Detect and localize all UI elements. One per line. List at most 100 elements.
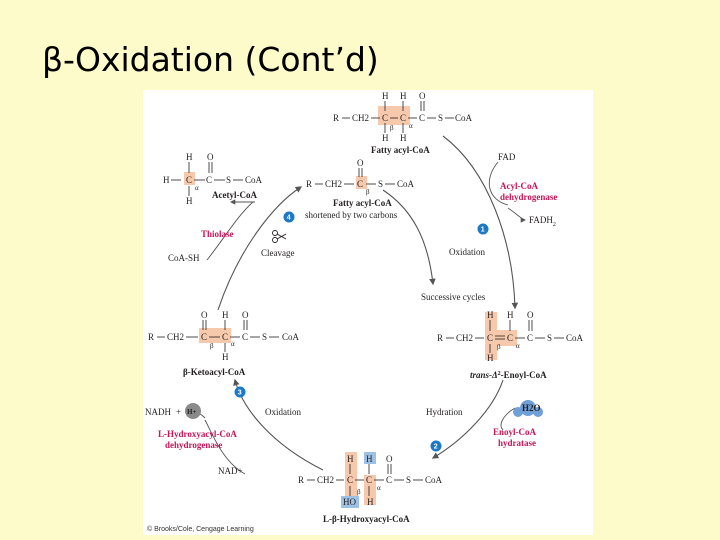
atom-label: R — [306, 179, 312, 189]
atom-label: C — [222, 332, 228, 342]
step-number-3: 3 — [234, 386, 246, 398]
alpha-label: α — [195, 184, 199, 192]
alpha-label: α — [231, 340, 235, 348]
arrow-step-3 — [233, 378, 324, 471]
enzyme-thiolase: Thiolase — [201, 229, 234, 239]
cofactor-fad: FAD — [498, 152, 516, 162]
atom-label: CH2 — [317, 475, 334, 485]
beta-label: β — [497, 343, 501, 351]
atom-label: H — [400, 133, 407, 143]
atom-label: C — [366, 475, 372, 485]
atom-label: C — [186, 175, 192, 185]
molecule-ketoacyl-coa: R CH2 C C C S CoA O H O H β α β-Ketoacyl… — [148, 310, 300, 377]
atom-label: C — [527, 333, 533, 343]
enzyme-hydroxyacyl-dh-line1: L-Hydroxyacyl-CoA — [158, 429, 237, 439]
atom-label: C — [382, 113, 388, 123]
atom-label: CoA — [397, 179, 415, 189]
atom-label: H — [163, 175, 170, 185]
atom-label: CH2 — [352, 113, 369, 123]
enzyme-hydratase-line1: Enoyl-CoA — [493, 427, 537, 437]
atom-label: O — [207, 152, 214, 162]
cofactor-nad-plus: NAD+ — [218, 466, 243, 476]
arrow-step-1 — [442, 135, 519, 310]
atom-label: CoA — [455, 113, 473, 123]
plus-sign: + — [176, 407, 181, 417]
atom-label: O — [419, 91, 426, 101]
atom-label: H — [186, 196, 193, 206]
cofactor-fadh2: FADH2 — [529, 215, 556, 228]
svg-text:3: 3 — [238, 390, 242, 397]
beta-oxidation-figure: R CH2 C C C S CoA H H H H O β α Fatty ac… — [143, 90, 593, 535]
atom-label: H — [487, 310, 494, 320]
label-shortened: shortened by two carbons — [305, 210, 398, 220]
atom-label: R — [333, 113, 339, 123]
arrow-h2o — [500, 407, 516, 431]
label-hydroxyacyl-coa: L-β-Hydroxyacyl-CoA — [323, 514, 410, 524]
alpha-label: α — [377, 484, 381, 492]
arrow-fad — [488, 161, 509, 206]
atom-label: CoA — [425, 475, 443, 485]
atom-label: C — [357, 179, 363, 189]
atom-label: O — [357, 158, 364, 168]
atom-label: S — [438, 113, 443, 123]
atom-label: C — [347, 475, 353, 485]
svg-text:4: 4 — [287, 215, 291, 222]
beta-label: β — [210, 342, 214, 350]
beta-label: β — [357, 488, 361, 496]
arrow-nad — [204, 419, 246, 475]
alpha-label: α — [409, 122, 413, 130]
arrow-fadh2 — [507, 207, 527, 223]
step-label-oxidation-2: Oxidation — [265, 407, 301, 417]
beta-oxidation-diagram: R CH2 C C C S CoA H H H H O β α Fatty ac… — [145, 91, 584, 533]
step-number-2: 2 — [430, 440, 442, 452]
cofactor-h2o: H2O — [522, 403, 541, 413]
atom-label: H — [507, 310, 514, 320]
atom-label: O — [201, 310, 208, 320]
atom-label: H — [382, 133, 389, 143]
step-label-cleavage: Cleavage — [261, 248, 294, 258]
atom-label: R — [298, 475, 304, 485]
enzyme-acyl-coa-dehydrogenase-line2: dehydrogenase — [500, 192, 557, 202]
molecule-fatty-acyl-coa-shortened: R CH2 C S CoA O β Fatty acyl-CoA shorten… — [305, 158, 415, 220]
atom-label: S — [406, 475, 411, 485]
label-acetyl-coa: Acetyl-CoA — [212, 190, 257, 200]
step-label-oxidation-1: Oxidation — [449, 247, 485, 257]
slide-title: β-Oxidation (Cont’d) — [42, 40, 379, 79]
molecule-fatty-acyl-coa: R CH2 C C C S CoA H H H H O β α Fatty ac… — [333, 91, 473, 155]
atom-label: S — [378, 179, 383, 189]
step-number-4: 4 — [283, 211, 295, 223]
scissors-icon — [272, 230, 287, 243]
atom-label: S — [226, 175, 231, 185]
copyright-credit: © Brooks/Cole, Cengage Learning — [147, 525, 254, 533]
atom-label: H — [222, 352, 229, 362]
atom-label: R — [148, 332, 154, 342]
label-enoyl-coa: trans-Δ2-Enoyl-CoA — [470, 370, 547, 380]
atom-label: C — [419, 113, 425, 123]
atom-label: H — [222, 310, 229, 320]
molecule-hydroxyacyl-coa: R CH2 C C C S CoA H H HO H O β α L-β-Hyd… — [298, 452, 443, 524]
water-molecule-icon: H2O — [513, 400, 543, 417]
svg-text:2: 2 — [434, 444, 438, 451]
enzyme-hydroxyacyl-dh-line2: dehydrogenase — [165, 440, 222, 450]
molecule-enoyl-coa: R CH2 C C C S CoA H H H O β α trans-Δ2-E… — [437, 310, 584, 380]
proton-icon: H+ — [185, 403, 201, 419]
atom-label: C — [487, 333, 493, 343]
molecule-acetyl-coa: H C C S CoA H H O α Acetyl-CoA — [163, 152, 263, 206]
atom-label: O — [242, 310, 249, 320]
atom-label: CH2 — [325, 179, 342, 189]
arrow-successive-cycles — [382, 189, 436, 286]
atom-label: H — [347, 454, 354, 464]
beta-label: β — [366, 188, 370, 196]
atom-label: O — [527, 310, 534, 320]
arrow-step-2 — [431, 379, 504, 459]
atom-label: H — [186, 152, 193, 162]
atom-label: CoA — [282, 332, 300, 342]
atom-label: C — [242, 332, 248, 342]
atom-label: CH2 — [456, 333, 473, 343]
label-ketoacyl-coa: β-Ketoacyl-CoA — [183, 367, 246, 377]
svg-text:1: 1 — [481, 227, 485, 234]
atom-label: CH2 — [167, 332, 184, 342]
step-label-successive-cycles: Successive cycles — [421, 292, 486, 302]
atom-label: H — [382, 91, 389, 101]
step-label-hydration: Hydration — [426, 407, 463, 417]
